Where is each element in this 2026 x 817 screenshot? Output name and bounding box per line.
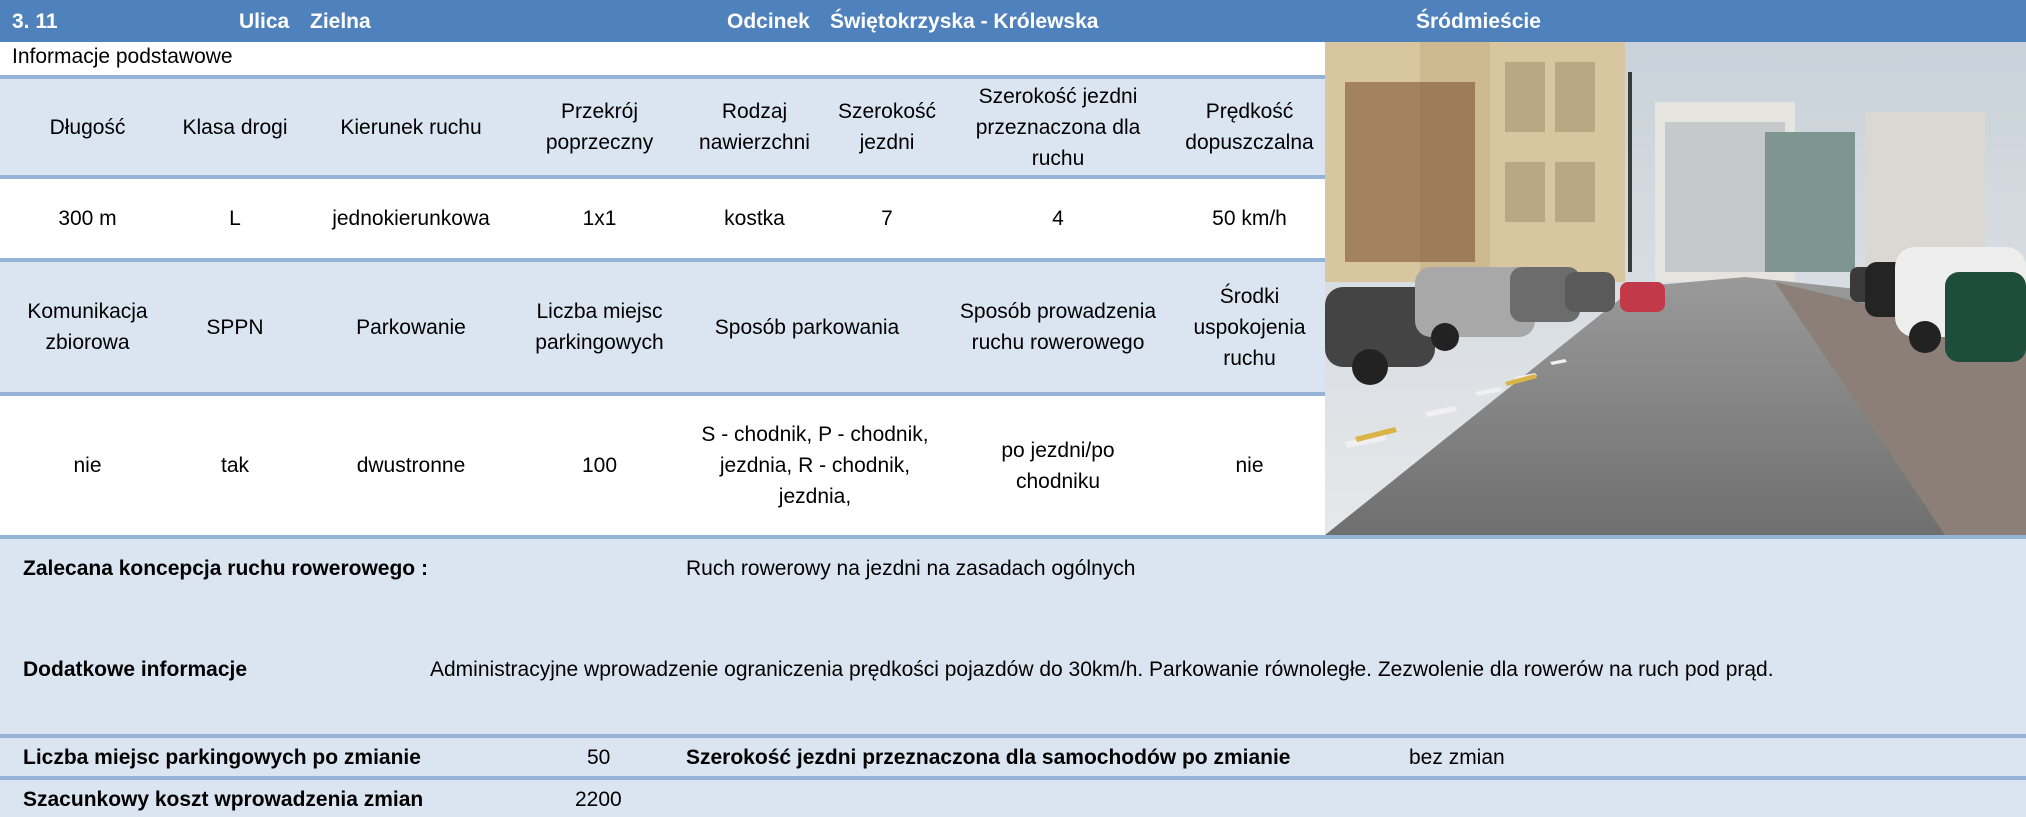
segment-name: Świętokrzyska - Królewska — [830, 10, 1099, 33]
street-photo — [1325, 42, 2026, 535]
header-cell: Komunikacja zbiorowa — [27, 300, 148, 354]
parking-after-value: 50 — [587, 746, 611, 769]
additional-info-label: Dodatkowe informacje — [23, 658, 248, 681]
header-cell: Szerokość jezdni przeznaczona dla ruchu — [975, 84, 1141, 170]
street-label: Ulica — [239, 10, 290, 33]
value-cell: 7 — [881, 207, 893, 230]
district-name: Śródmieście — [1416, 10, 1541, 33]
value-cell: 50 km/h — [1212, 207, 1287, 230]
header-cell: Szerokość jezdni — [837, 100, 937, 154]
header-cell: Liczba miejsc parkingowych — [535, 300, 664, 354]
header-cell: Środki uspokojenia ruchu — [1193, 284, 1306, 370]
table1-header-row: Długość Klasa drogi Kierunek ruchu Przek… — [0, 79, 1325, 175]
cost-row: Szacunkowy koszt wprowadzenia zmian 2200 — [0, 780, 2026, 817]
divider — [0, 734, 2026, 738]
value-cell: nie — [1235, 454, 1264, 477]
value-cell: 300 m — [58, 207, 117, 230]
header-cell: Rodzaj nawierzchni — [699, 100, 810, 154]
header-cell: Sposób parkowania — [714, 315, 900, 339]
divider — [0, 75, 1325, 79]
divider — [0, 258, 1325, 262]
header-cell: SPPN — [206, 315, 264, 339]
parking-after-label: Liczba miejsc parkingowych po zmianie — [23, 746, 421, 769]
value-cell: S - chodnik, P - chodnik, jezdnia, R - c… — [701, 423, 929, 508]
table2-value-row: nie tak dwustronne 100 S - chodnik, P - … — [0, 396, 1325, 535]
value-cell: 100 — [581, 454, 618, 477]
header-cell: Kierunek ruchu — [340, 115, 482, 139]
value-cell: tak — [220, 454, 249, 477]
segment-label: Odcinek — [727, 10, 810, 33]
recommendation-row: Zalecana koncepcja ruchu rowerowego : Ru… — [0, 539, 2026, 600]
basic-info-title: Informacje podstawowe — [12, 45, 233, 68]
street-photo-drawing — [1325, 42, 2026, 535]
table1-value-row: 300 m L jednokierunkowa 1x1 kostka 7 4 5… — [0, 179, 1325, 258]
value-cell: dwustronne — [356, 454, 466, 477]
cost-label: Szacunkowy koszt wprowadzenia zmian — [23, 788, 424, 811]
width-after-label: Szerokość jezdni przeznaczona dla samoch… — [686, 746, 1291, 769]
width-after-value: bez zmian — [1409, 746, 1505, 769]
section-number: 3. 11 — [12, 10, 58, 33]
header-cell: Długość — [49, 115, 126, 139]
value-cell: jednokierunkowa — [332, 207, 490, 230]
header-cell: Sposób prowadzenia ruchu rowerowego — [959, 300, 1157, 354]
cost-value: 2200 — [575, 788, 622, 811]
header-cell: Prędkość dopuszczalna — [1185, 100, 1314, 154]
additional-info-value: Administracyjne wprowadzenie ograniczeni… — [430, 658, 1774, 681]
value-cell: 4 — [1052, 207, 1064, 230]
divider — [0, 776, 2026, 780]
value-cell: kostka — [724, 207, 785, 230]
value-cell: L — [229, 207, 241, 230]
header-cell: Klasa drogi — [182, 115, 288, 139]
divider — [0, 175, 1325, 179]
divider — [0, 392, 1325, 396]
recommendation-value: Ruch rowerowy na jezdni na zasadach ogól… — [686, 557, 1136, 580]
value-cell: 1x1 — [582, 207, 617, 230]
divider — [0, 535, 2026, 539]
after-change-row: Liczba miejsc parkingowych po zmianie 50… — [0, 738, 2026, 776]
value-cell: nie — [73, 454, 102, 477]
header-cell: Przekrój poprzeczny — [545, 100, 654, 154]
street-name: Zielna — [310, 10, 371, 33]
value-cell: po jezdni/po chodniku — [1001, 438, 1115, 493]
header-bar: 3. 11 Ulica Zielna Odcinek Świętokrzyska… — [0, 0, 2026, 42]
recommendation-label: Zalecana koncepcja ruchu rowerowego : — [23, 557, 428, 580]
table2-header-row: Komunikacja zbiorowa SPPN Parkowanie Lic… — [0, 262, 1325, 392]
header-cell: Parkowanie — [356, 315, 466, 339]
additional-info-row: Dodatkowe informacje Administracyjne wpr… — [0, 600, 2026, 734]
